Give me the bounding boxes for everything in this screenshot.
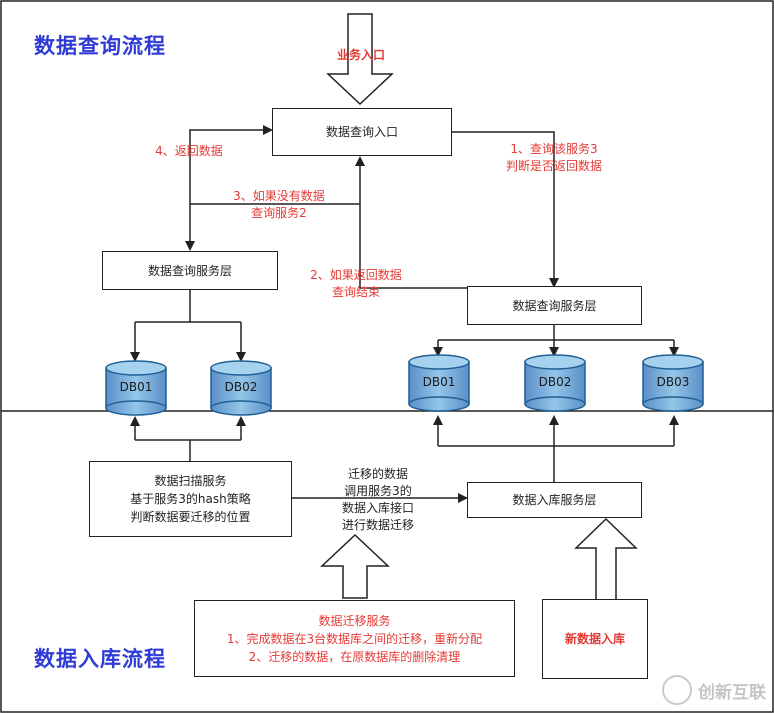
ingest-service-box: 数据入库服务层 <box>467 482 642 518</box>
db-left-2-label: DB02 <box>224 380 258 394</box>
note-step4: 4、返回数据 <box>155 144 223 158</box>
note-migrate-call-line-3: 数据入库接口 <box>341 501 414 515</box>
arrow-step4 <box>189 125 273 204</box>
query-service-right-box: 数据查询服务层 <box>467 286 642 325</box>
note-step3: 3、如果没有数据 查询服务2 <box>214 188 344 222</box>
db-cylinder-left-1 <box>105 360 167 416</box>
migrate-up-arrow <box>320 533 390 599</box>
migrate-service-line-2: 1、完成数据在3台数据库之间的迁移，重新分配 <box>226 631 483 646</box>
scan-service-line-3: 判断数据要迁移的位置 <box>130 510 251 524</box>
business-entry-label: 业务入口 <box>336 48 385 62</box>
ingest-service-label: 数据入库服务层 <box>512 493 597 507</box>
note-step2: 2、如果返回数据 查询结束 <box>296 267 416 301</box>
db-left-1-label: DB01 <box>119 380 153 394</box>
query-service-right-label: 数据查询服务层 <box>512 298 597 313</box>
db-right-2-label: DB02 <box>538 375 572 389</box>
business-entry-arrow <box>326 13 394 106</box>
new-data-ingest-label: 新数据入库 <box>564 632 625 646</box>
scan-service-line-1: 数据扫描服务 <box>154 474 227 488</box>
scan-service-box: 数据扫描服务 基于服务3的hash策略 判断数据要迁移的位置 <box>89 461 292 537</box>
migrate-service-box: 数据迁移服务 1、完成数据在3台数据库之间的迁移，重新分配 2、迁移的数据，在原… <box>194 600 515 677</box>
note-step1-line-2: 判断是否返回数据 <box>505 159 602 173</box>
query-service-left-label: 数据查询服务层 <box>147 263 232 278</box>
query-flow-title: 数据查询流程 <box>34 34 166 58</box>
arrow-step2 <box>355 156 470 289</box>
migrate-service-line-3: 2、迁移的数据，在原数据库的删除清理 <box>248 649 461 664</box>
migrate-service-line-1: 数据迁移服务 <box>318 613 391 628</box>
db-cylinder-right-3 <box>642 354 704 412</box>
note-step2-line-1: 2、如果返回数据 <box>310 268 402 282</box>
db-cylinder-right-2 <box>524 354 586 412</box>
arrow-step1 <box>452 131 559 288</box>
note-step1: 1、查询该服务3 判断是否返回数据 <box>486 141 622 175</box>
query-entry-box: 数据查询入口 <box>272 108 452 156</box>
note-migrate-call-line-4: 进行数据迁移 <box>341 518 414 532</box>
note-step3-line-1: 3、如果没有数据 <box>233 189 325 203</box>
note-step2-line-2: 查询结束 <box>331 285 380 299</box>
db-cylinder-left-2 <box>210 360 272 416</box>
db-right-1-label: DB01 <box>422 375 456 389</box>
query-service-left-box: 数据查询服务层 <box>102 251 278 290</box>
note-migrate-call-line-2: 调用服务3的 <box>344 484 412 498</box>
ingest-up-arrow <box>574 517 638 602</box>
watermark-text: 创新互联 <box>698 682 766 703</box>
note-migrate-call-line-1: 迁移的数据 <box>347 467 408 481</box>
note-step3-line-2: 查询服务2 <box>251 206 307 220</box>
db-right-3-label: DB03 <box>656 375 690 389</box>
scan-service-line-2: 基于服务3的hash策略 <box>130 492 251 506</box>
note-step1-line-1: 1、查询该服务3 <box>510 142 598 156</box>
db-cylinder-right-1 <box>408 354 470 412</box>
new-data-ingest-box: 新数据入库 <box>542 599 648 679</box>
watermark: 创新互联 <box>662 675 766 705</box>
ingest-flow-title: 数据入库流程 <box>34 647 166 671</box>
query-entry-label: 数据查询入口 <box>325 125 398 139</box>
note-migrate-call: 迁移的数据 调用服务3的 数据入库接口 进行数据迁移 <box>326 466 430 534</box>
watermark-logo-icon <box>662 675 692 705</box>
